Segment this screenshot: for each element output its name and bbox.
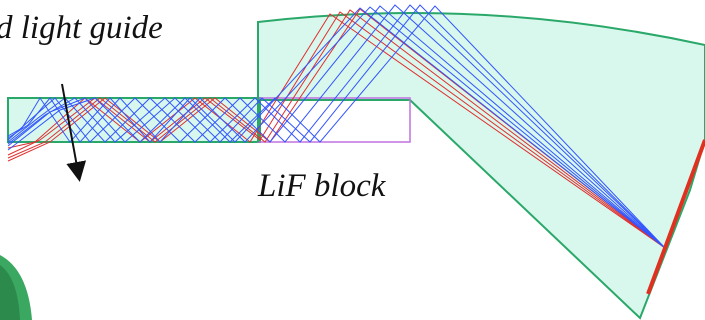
ray-blue-2 — [7, 4, 666, 249]
light-guide-label: d light guide — [0, 10, 163, 46]
ray-blue-3 — [7, 4, 666, 249]
photodetector — [646, 139, 705, 295]
ray-red-2 — [7, 9, 666, 249]
ray-bundle — [7, 4, 666, 249]
ray-red-4 — [7, 13, 666, 249]
ray-red-1 — [7, 11, 666, 249]
light-guide-body — [257, 12, 705, 320]
lif-block-outline — [257, 97, 411, 143]
green-leaf-shadow — [0, 265, 20, 320]
direction-arrow — [61, 83, 87, 182]
ray-blue-1 — [7, 5, 666, 249]
lif-block-label: LiF block — [257, 168, 387, 204]
partial-green-object — [0, 255, 32, 320]
ray-blue-4 — [7, 6, 666, 249]
ray-blue-6 — [7, 7, 666, 249]
ray-blue-7 — [7, 5, 666, 249]
ray-blue-5 — [7, 4, 666, 249]
